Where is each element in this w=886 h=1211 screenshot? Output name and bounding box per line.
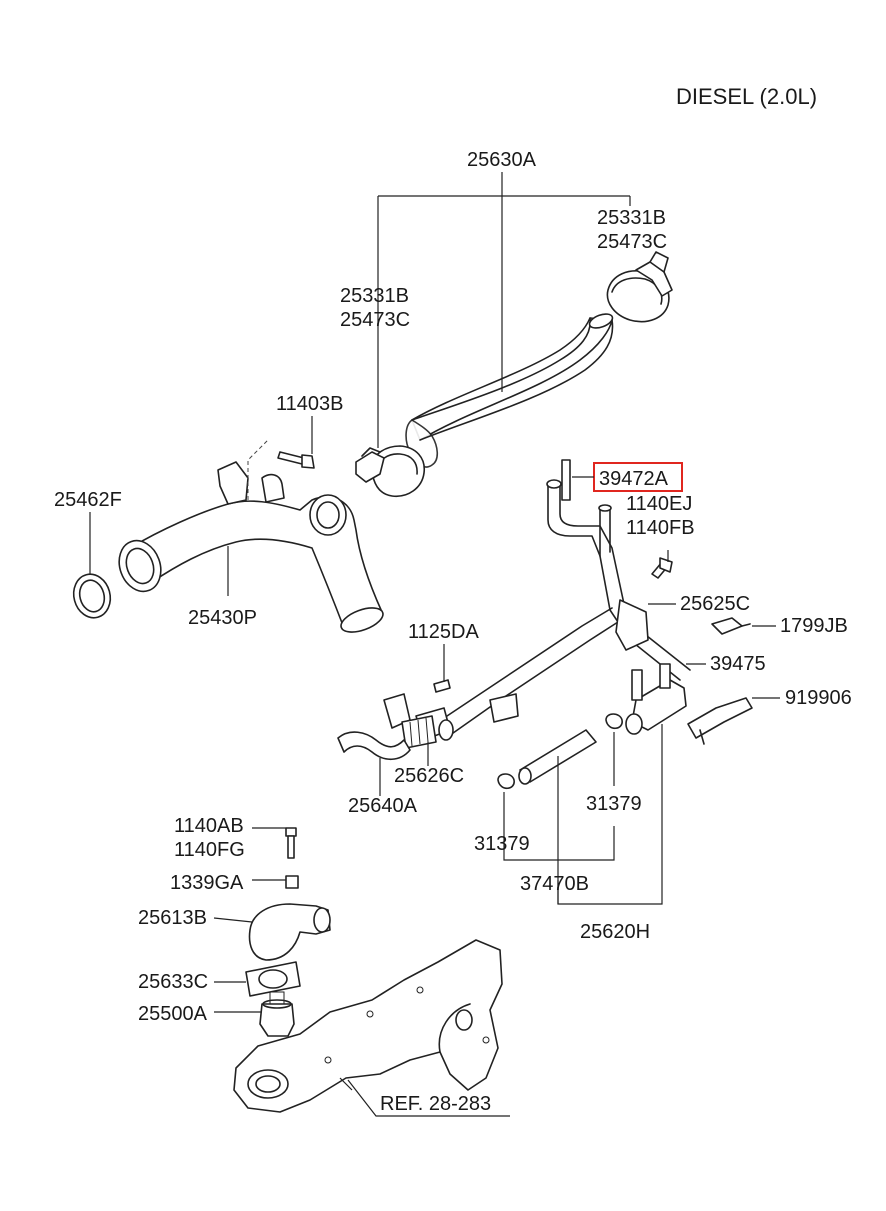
thermostat-housing-25613B <box>248 903 331 961</box>
water-outlet-manifold <box>233 939 503 1113</box>
label-1140AB: 1140AB <box>174 815 244 837</box>
label-25633C: 25633C <box>138 971 208 993</box>
label-ref-28-283: REF. 28-283 <box>380 1093 491 1115</box>
water-pipe-assembly <box>383 459 691 741</box>
label-1339GA: 1339GA <box>170 872 244 894</box>
label-39475: 39475 <box>710 653 766 675</box>
hose-clamp-lower <box>355 445 425 498</box>
label-31379-left: 31379 <box>474 833 530 855</box>
upper-hose-25630A <box>405 313 614 468</box>
label-1140FG: 1140FG <box>174 839 245 861</box>
label-1125DA: 1125DA <box>408 621 479 643</box>
label-25331B-top: 25331B <box>597 207 666 229</box>
label-25630A: 25630A <box>467 149 537 171</box>
clamp-31379-right <box>605 713 623 730</box>
label-25500A: 25500A <box>138 1003 208 1025</box>
label-25613B: 25613B <box>138 907 207 929</box>
bolt-11403B <box>277 451 315 469</box>
bolt-1140EJ <box>651 557 673 579</box>
gasket-25462F <box>72 573 112 619</box>
label-1140FB: 1140FB <box>626 517 695 539</box>
thermostat-25500A <box>259 991 295 1037</box>
hose-25626C <box>401 715 437 749</box>
label-25620H: 25620H <box>580 921 650 943</box>
label-25430P: 25430P <box>188 607 257 629</box>
clamp-31379-left <box>497 773 515 790</box>
bracket-919906 <box>687 697 753 745</box>
label-25625C: 25625C <box>680 593 750 615</box>
bolt-1125DA <box>433 679 451 693</box>
label-25473C-top: 25473C <box>597 231 667 253</box>
label-919906: 919906 <box>785 687 852 709</box>
gasket-25633C <box>245 961 301 997</box>
hose-25640A <box>337 731 411 761</box>
label-39472A: 39472A <box>599 468 669 490</box>
label-25626C: 25626C <box>394 765 464 787</box>
label-37470B: 37470B <box>520 873 589 895</box>
sensor-1799JB <box>711 617 751 635</box>
nut-1339GA <box>285 875 299 889</box>
inlet-pipe-25430P <box>118 439 384 633</box>
hose-clamp-upper <box>606 251 673 323</box>
label-1799JB: 1799JB <box>780 615 848 637</box>
label-25640A: 25640A <box>348 795 418 817</box>
bolt-1140AB <box>285 827 297 859</box>
label-31379-right: 31379 <box>586 793 642 815</box>
label-25462F: 25462F <box>54 489 122 511</box>
label-25331B-mid: 25331B <box>340 285 409 307</box>
label-25473C-mid: 25473C <box>340 309 410 331</box>
label-11403B: 11403B <box>276 393 343 415</box>
label-1140EJ: 1140EJ <box>626 493 692 515</box>
diagram-title: DIESEL (2.0L) <box>676 84 817 109</box>
